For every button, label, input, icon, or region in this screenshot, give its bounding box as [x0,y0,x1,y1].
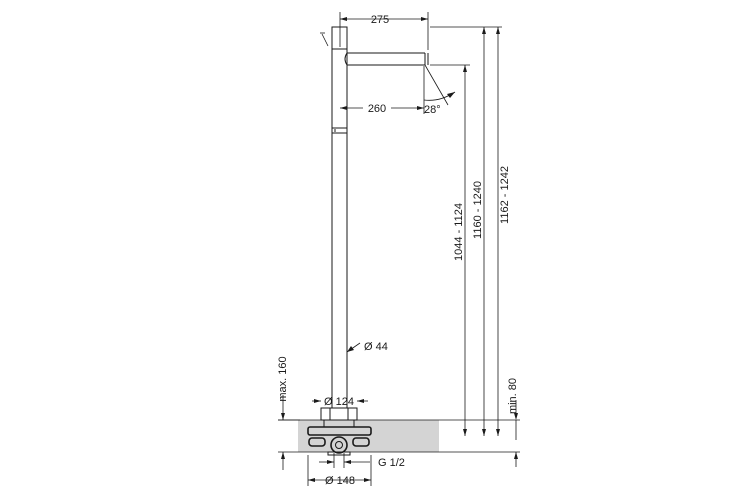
dimension-label-1044-1124: 1044 - 1124 [453,203,465,261]
dimension-min-80: min. 80 [507,378,519,467]
dimension-label-max-160: max. 160 [277,356,289,401]
dimension-thread-g12: G 1/2 [319,453,405,469]
dimension-label-diameter-124: Ø 124 [324,396,354,408]
dimension-label-thread: G 1/2 [378,457,405,469]
dimension-max-160: max. 160 [277,356,300,470]
faucet-column [331,49,348,408]
dimension-label-260: 260 [368,103,386,115]
dimension-260: 260 [340,66,425,115]
dimension-label-275: 275 [371,14,389,26]
faucet-body [307,26,429,456]
dimension-label-diameter-44: Ø 44 [364,341,388,353]
dimension-label-1162-1242: 1162 - 1242 [499,166,511,224]
dimension-275: 275 [339,12,429,50]
faucet-top-cap [331,26,348,50]
rotation-mark [320,32,329,47]
dimension-label-diameter-148: Ø 148 [325,475,355,487]
angle-label: 28° [424,104,441,116]
dimension-1160-1240: 1160 - 1240 [430,26,502,436]
dimension-diameter-148: Ø 148 [307,455,372,487]
dimension-label-1160-1240: 1160 - 1240 [472,181,484,239]
concealed-body [307,419,372,456]
dimension-1162-1242: 1162 - 1242 [496,27,511,436]
faucet-base-collar [320,407,358,421]
dimension-diameter-124: Ø 124 [312,396,368,408]
dimension-diameter-44: Ø 44 [346,341,388,353]
angle-28: 28° [423,64,456,116]
dimension-1044-1124: 1044 - 1124 [430,64,470,436]
dimension-label-min-80: min. 80 [507,378,519,414]
faucet-spout [344,52,429,66]
